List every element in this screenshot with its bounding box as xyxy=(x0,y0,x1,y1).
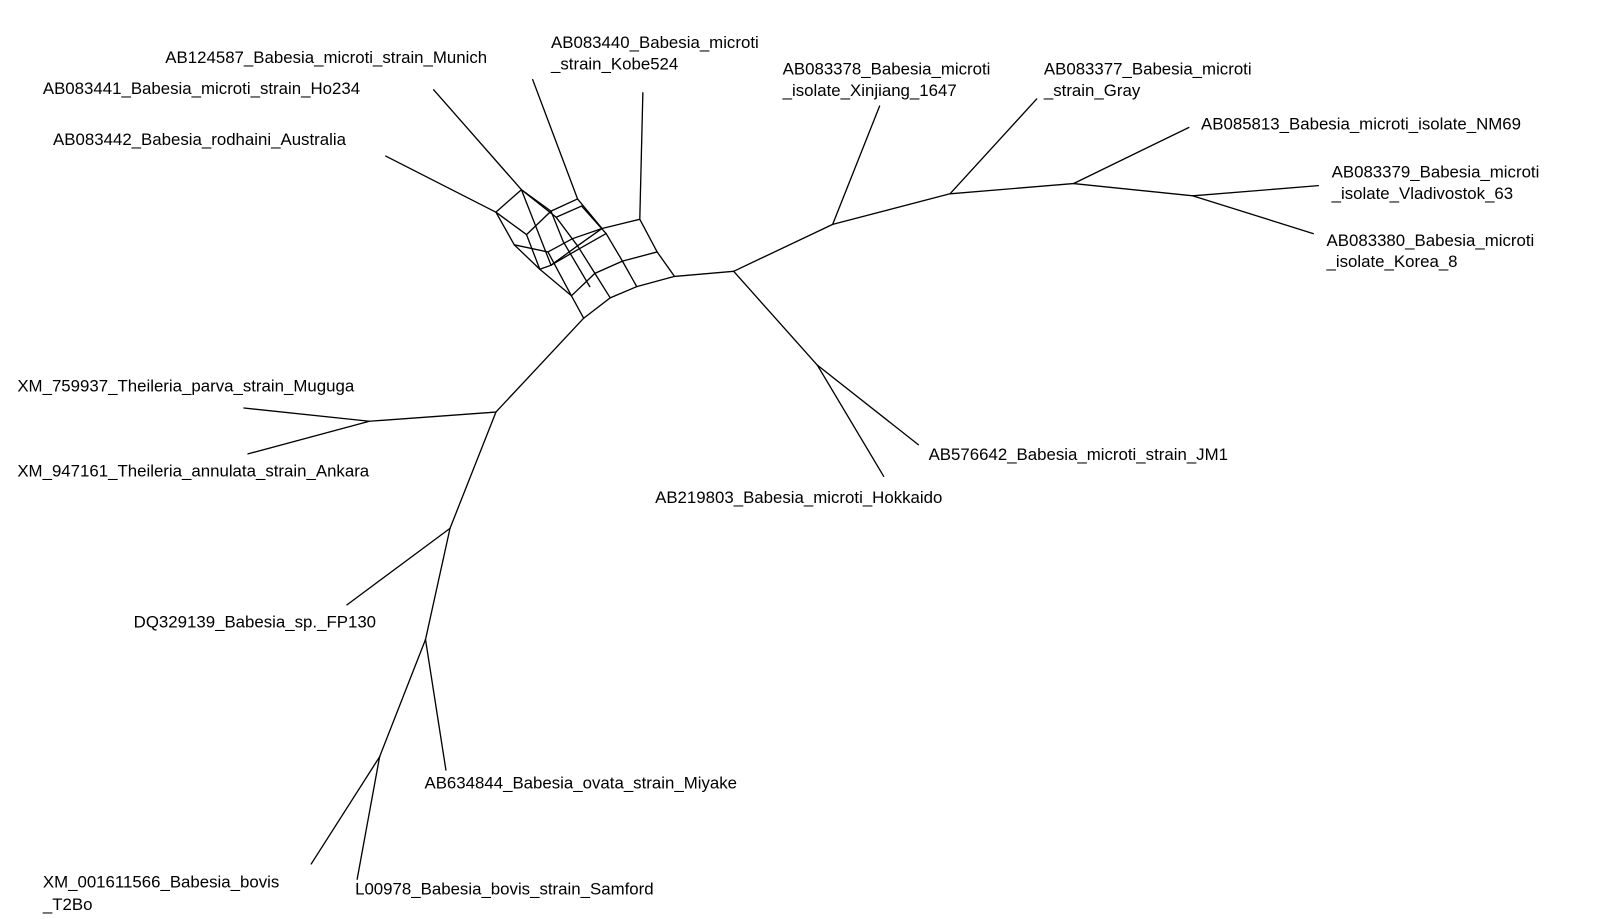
edge xyxy=(243,407,371,422)
edge-box xyxy=(495,211,541,270)
taxon-label-gray[interactable]: AB083377_Babesia_microti _strain_Gray xyxy=(1043,59,1252,99)
edge-box xyxy=(601,218,676,278)
edge xyxy=(831,193,951,226)
edge xyxy=(816,364,920,446)
edge-box xyxy=(513,244,585,319)
label-line: AB083377_Babesia_microti xyxy=(1044,59,1252,78)
edge xyxy=(1072,182,1194,197)
edge-pendant-ho234 xyxy=(433,89,523,191)
edge xyxy=(310,756,381,865)
edge-box xyxy=(555,205,607,235)
label-line: AB083379_Babesia_microti xyxy=(1332,162,1540,181)
label-line: AB083380_Babesia_microti xyxy=(1327,231,1535,250)
edge xyxy=(424,638,447,771)
edge xyxy=(247,420,371,455)
edge xyxy=(368,411,497,422)
edge-box xyxy=(550,232,607,266)
edge-pendant-kobe xyxy=(639,92,644,220)
edge xyxy=(949,182,1075,195)
taxon-label-miyake[interactable]: AB634844_Babesia_ovata_strain_Miyake xyxy=(424,773,737,792)
edge xyxy=(733,270,819,366)
label-line: AB083440_Babesia_microti xyxy=(551,33,759,52)
label-line: _isolate_Vladivostok_63 xyxy=(1331,184,1514,203)
edge xyxy=(346,527,451,606)
label-line: _isolate_Korea_8 xyxy=(1326,252,1458,271)
edge xyxy=(495,317,585,413)
edge-pendant-australia xyxy=(385,155,497,213)
edge-box xyxy=(550,198,604,247)
taxon-label-ankara[interactable]: XM_947161_Theileria_annulata_strain_Anka… xyxy=(17,461,369,480)
edge xyxy=(378,638,427,758)
label-line: XM_001611566_Babesia_bovis xyxy=(43,872,279,891)
edge-backbone xyxy=(673,270,735,278)
taxon-labels: AB124587_Babesia_microti_strain_Munich A… xyxy=(17,33,1539,914)
edge-box xyxy=(520,189,579,266)
taxon-label-munich[interactable]: AB124587_Babesia_microti_strain_Munich xyxy=(165,48,487,67)
edge-box xyxy=(547,227,603,253)
label-line: _T2Bo xyxy=(42,895,93,914)
edge xyxy=(949,98,1038,195)
taxon-label-hokkaido[interactable]: AB219803_Babesia_microti_Hokkaido xyxy=(655,488,942,507)
edge-box xyxy=(550,210,591,288)
edge-box xyxy=(583,275,676,319)
edge xyxy=(424,527,451,641)
network-edges xyxy=(243,78,1320,880)
taxon-label-xinjiang[interactable]: AB083378_Babesia_microti _isolate_Xinjia… xyxy=(782,59,991,99)
edge xyxy=(356,756,381,880)
edge-box xyxy=(539,268,573,297)
taxon-label-samford[interactable]: L00978_Babesia_bovis_strain_Samford xyxy=(355,880,654,899)
edge xyxy=(1192,195,1314,235)
edge xyxy=(831,105,881,226)
label-line: AB083378_Babesia_microti xyxy=(783,59,991,78)
taxon-label-fp130[interactable]: DQ329139_Babesia_sp._FP130 xyxy=(134,612,376,631)
label-line: _strain_Kobe524 xyxy=(550,54,678,73)
edge xyxy=(1072,126,1190,185)
edge xyxy=(449,411,497,530)
edge xyxy=(733,223,834,272)
edge-box xyxy=(576,245,611,299)
taxon-label-kobe524[interactable]: AB083440_Babesia_microti _strain_Kobe524 xyxy=(550,33,759,73)
taxon-label-korea[interactable]: AB083380_Babesia_microti _isolate_Korea_… xyxy=(1326,231,1535,271)
edge-pendant-munich xyxy=(531,78,579,200)
edge-box xyxy=(605,232,658,262)
edge xyxy=(816,364,885,477)
taxon-label-jm1[interactable]: AB576642_Babesia_microti_strain_JM1 xyxy=(929,445,1228,464)
taxon-label-nm69[interactable]: AB085813_Babesia_microti_isolate_NM69 xyxy=(1201,115,1521,134)
taxon-label-vladivostok[interactable]: AB083379_Babesia_microti _isolate_Vladiv… xyxy=(1331,162,1540,202)
label-line: _isolate_Xinjiang_1647 xyxy=(782,81,957,100)
edge-box xyxy=(570,260,638,297)
label-line: _strain_Gray xyxy=(1043,81,1141,100)
edge xyxy=(1192,184,1320,197)
taxon-label-australia[interactable]: AB083442_Babesia_rodhaini_Australia xyxy=(53,130,347,149)
taxon-label-muguga[interactable]: XM_759937_Theileria_parva_strain_Muguga xyxy=(17,377,354,396)
taxon-label-t2bo[interactable]: XM_001611566_Babesia_bovis _T2Bo xyxy=(42,872,279,913)
taxon-label-ho234[interactable]: AB083441_Babesia_microti_strain_Ho234 xyxy=(43,79,360,98)
